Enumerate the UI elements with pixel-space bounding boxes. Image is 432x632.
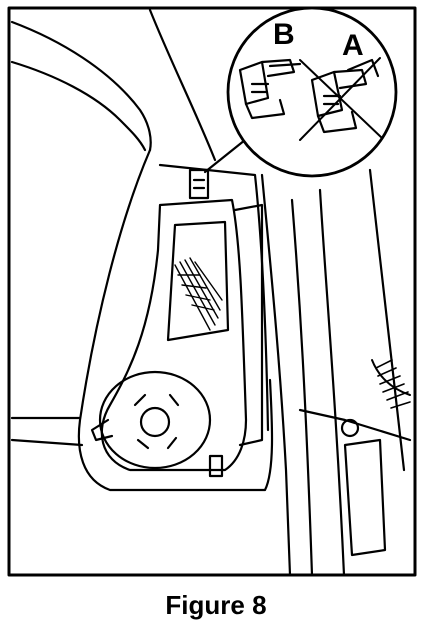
figure-caption: Figure 8	[165, 590, 267, 620]
hinge-arm	[298, 408, 412, 442]
bulb-socket	[139, 406, 171, 438]
lower-clip	[208, 454, 224, 478]
bulb-socket-ring	[98, 370, 212, 470]
windshield-edge	[148, 8, 217, 162]
roof-trim	[10, 60, 147, 152]
socket-tabs	[133, 393, 180, 450]
hose-edge	[371, 359, 411, 396]
upper-clip	[188, 168, 210, 200]
lamp-reflector	[166, 220, 230, 342]
callout-circle	[226, 6, 398, 178]
clip-b-drawing	[238, 58, 302, 120]
pillar-line-1	[260, 173, 292, 577]
trunk-seal-block	[343, 438, 387, 557]
callout-leader	[203, 138, 247, 174]
pillar-line-2	[290, 198, 314, 577]
wiring-harness	[174, 257, 223, 331]
bumper-edge	[10, 416, 84, 447]
pillar-line-3	[318, 188, 346, 577]
tail-lamp-housing	[100, 198, 248, 472]
upper-clip-detail	[192, 178, 206, 190]
cross-out-line-2	[299, 59, 383, 139]
lamp-side-wall	[233, 203, 264, 447]
roof-line	[10, 20, 152, 152]
corrugated-hose	[375, 359, 411, 409]
callout-label-a: A	[342, 29, 364, 62]
hinge-pivot	[340, 418, 360, 438]
callout-label-b: B	[273, 18, 295, 51]
socket-lever	[90, 418, 114, 442]
pillar-line-4	[368, 168, 406, 472]
quarter-panel-outline	[77, 148, 274, 492]
border-frame	[7, 6, 417, 577]
